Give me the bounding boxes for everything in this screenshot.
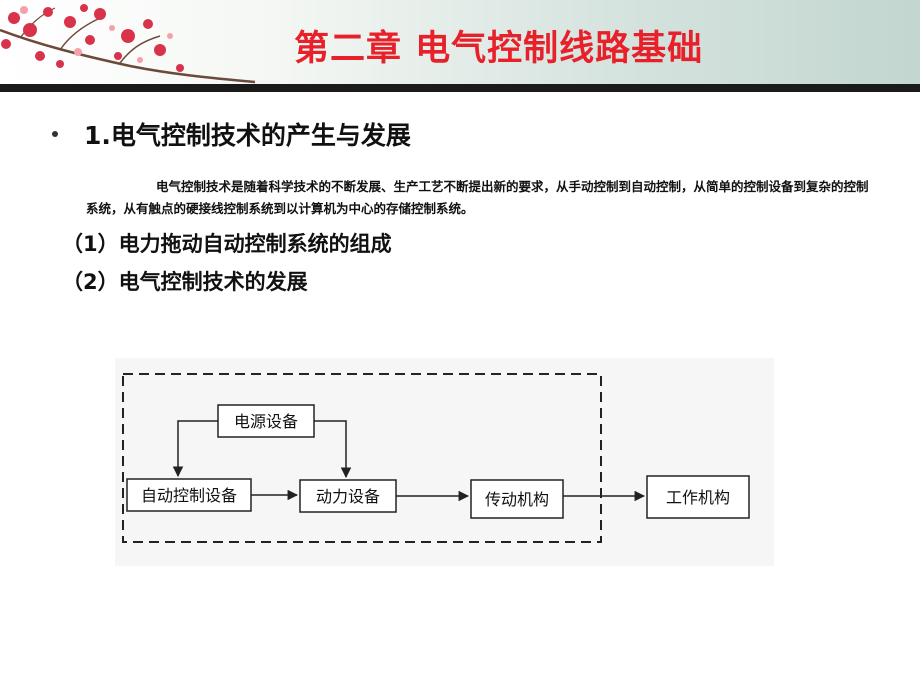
working-mechanism-label: 工作机构: [666, 488, 730, 507]
transmission-box: [470, 479, 564, 519]
working-mechanism-box: [646, 475, 750, 519]
slide-header: [0, 0, 920, 92]
power-supply-label: 电源设备: [234, 412, 298, 431]
sub-item-1: （1）电力拖动自动控制系统的组成: [62, 232, 392, 256]
system-boundary: [122, 373, 602, 543]
arrow-power-to-equipment: [314, 420, 352, 479]
auto-control-label: 自动控制设备: [141, 486, 237, 505]
power-equipment-box: [299, 479, 397, 513]
arrow-power-to-control: [172, 420, 218, 478]
diagram-background: [115, 358, 774, 566]
section-heading: 1.电气控制技术的产生与发展: [52, 116, 411, 152]
section-heading-text: 1.电气控制技术的产生与发展: [84, 121, 411, 150]
transmission-label: 传动机构: [485, 490, 549, 509]
header-divider: [0, 84, 920, 92]
bullet-icon: [52, 131, 58, 137]
power-equipment-label: 动力设备: [316, 487, 380, 506]
power-supply-box: [217, 404, 315, 438]
auto-control-box: [126, 478, 252, 512]
intro-paragraph: 电气控制技术是随着科学技术的不断发展、生产工艺不断提出新的要求，从手动控制到自动…: [86, 179, 869, 216]
control-system-diagram: 电源设备 自动控制设备 动力设备 传动机构 工作机构: [115, 358, 774, 566]
sub-item-2: （2）电气控制技术的发展: [62, 270, 308, 294]
plum-blossom-decoration: [0, 4, 256, 84]
slide-title: 第二章 电气控制线路基础: [294, 29, 704, 69]
